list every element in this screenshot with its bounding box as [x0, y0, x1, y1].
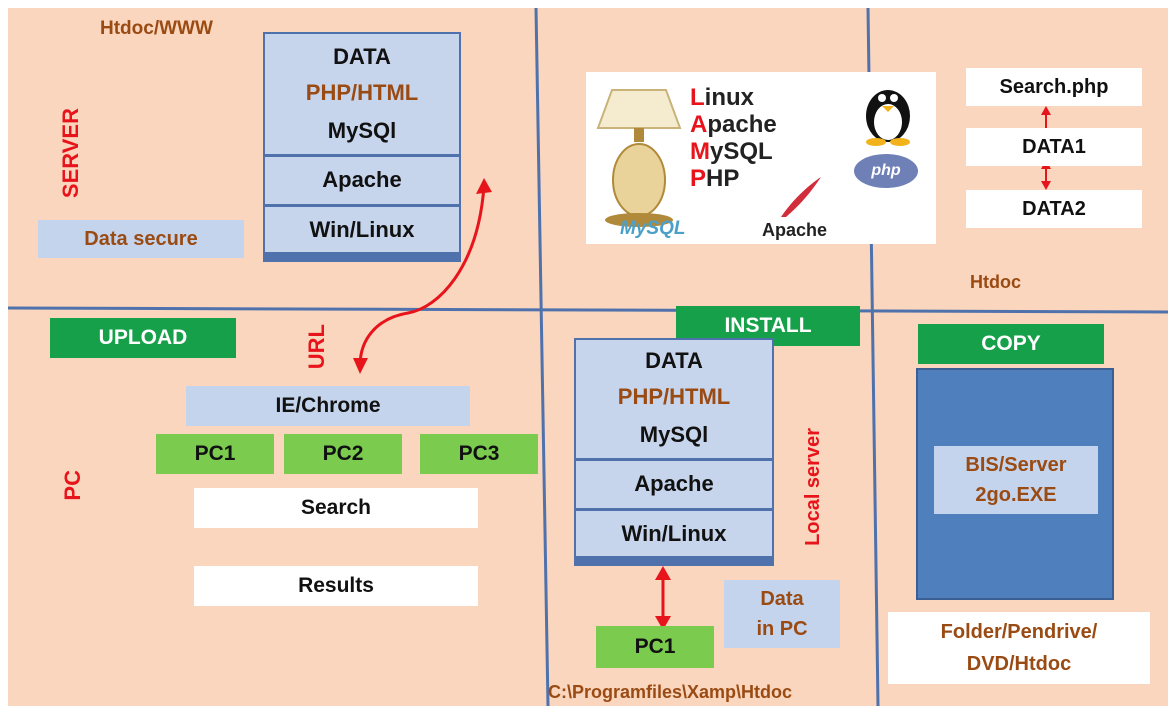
tux-penguin-icon: [866, 90, 910, 146]
server-path-label: Htdoc/WWW: [100, 18, 213, 39]
stack-os: Win/Linux: [309, 217, 415, 242]
local-stack-apache: Apache: [634, 471, 714, 496]
local-server-label: Local server: [802, 428, 824, 546]
storage-box: BIS/Server 2go.EXE: [916, 368, 1114, 600]
lamp-logo-panel: Linux Apache MySQL PHP php MySQL Apache: [586, 72, 936, 244]
copy-targets-box: Folder/Pendrive/ DVD/Htdoc: [888, 612, 1150, 684]
pc3-box: PC3: [420, 434, 538, 474]
stack-divider: [576, 508, 772, 511]
php-logo-icon: php: [854, 154, 918, 188]
diagram-canvas: Htdoc/WWW SERVER Data secure DATA PHP/HT…: [8, 8, 1168, 706]
mysql-logo-icon: MySQL: [620, 218, 686, 239]
letter-p: P: [690, 165, 707, 192]
url-arrow: [358, 185, 486, 367]
local-pc1-box: PC1: [596, 626, 714, 668]
word-apache: pache: [707, 111, 777, 138]
lamp-icon: [596, 89, 682, 227]
local-stack-os: Win/Linux: [621, 521, 727, 546]
data-in-pc-box: Data in PC: [724, 580, 840, 648]
xampp-path-label: C:\Programfiles\Xamp\Htdoc: [548, 682, 793, 702]
local-stack-php-html: PHP/HTML: [617, 384, 731, 409]
word-php: HP: [706, 165, 740, 192]
stack-mysql: MySQl: [327, 118, 397, 143]
data-in-pc-line1: Data: [760, 588, 804, 610]
local-stack-data: DATA: [645, 348, 703, 373]
exe-box: BIS/Server 2go.EXE: [934, 446, 1098, 514]
results-box: Results: [194, 566, 478, 606]
pc-side-label: PC: [60, 470, 85, 501]
letter-l: L: [690, 84, 705, 111]
local-stack-mysql: MySQl: [639, 422, 709, 447]
data2-box: DATA2: [966, 190, 1142, 228]
horizontal-divider: [8, 306, 1168, 314]
url-arrow-head-bottom: [353, 358, 368, 374]
search-box: Search: [194, 488, 478, 528]
data-in-pc-line2: in PC: [756, 618, 808, 640]
browser-box: IE/Chrome: [186, 386, 470, 426]
letter-a: A: [690, 111, 708, 138]
word-linux: inux: [704, 84, 755, 111]
search-php-box: Search.php: [966, 68, 1142, 106]
exe-line2: 2go.EXE: [975, 484, 1057, 506]
url-arrow-head-top: [476, 178, 492, 194]
copy-targets-line1: Folder/Pendrive/: [940, 621, 1098, 643]
word-mysql: ySQL: [710, 138, 773, 165]
letter-m: M: [690, 138, 710, 165]
stack-divider: [265, 154, 459, 157]
stack-divider: [265, 204, 459, 207]
lamp-acronym: Linux Apache MySQL PHP: [690, 84, 777, 192]
copy-targets-line2: DVD/Htdoc: [966, 653, 1072, 675]
server-side-label: SERVER: [58, 108, 83, 199]
data1-box: DATA1: [966, 128, 1142, 166]
server-stack: DATA PHP/HTML MySQl Apache Win/Linux: [263, 32, 461, 262]
stack-divider: [576, 458, 772, 461]
apache-logo-text: Apache: [762, 220, 828, 240]
pc2-box: PC2: [284, 434, 402, 474]
upload-label: UPLOAD: [50, 318, 236, 358]
copy-label: COPY: [918, 324, 1104, 364]
stack-data: DATA: [333, 44, 391, 69]
data-secure-box: Data secure: [38, 220, 244, 258]
pc1-box: PC1: [156, 434, 274, 474]
url-label: URL: [304, 324, 329, 370]
vertical-divider-left: [534, 8, 550, 706]
apache-feather-icon: [781, 177, 821, 217]
htdoc-label: Htdoc: [970, 272, 1021, 292]
exe-line1: BIS/Server: [965, 454, 1067, 476]
local-server-stack: DATA PHP/HTML MySQl Apache Win/Linux: [574, 338, 774, 566]
stack-php-html: PHP/HTML: [305, 80, 419, 105]
stack-apache: Apache: [322, 167, 402, 192]
